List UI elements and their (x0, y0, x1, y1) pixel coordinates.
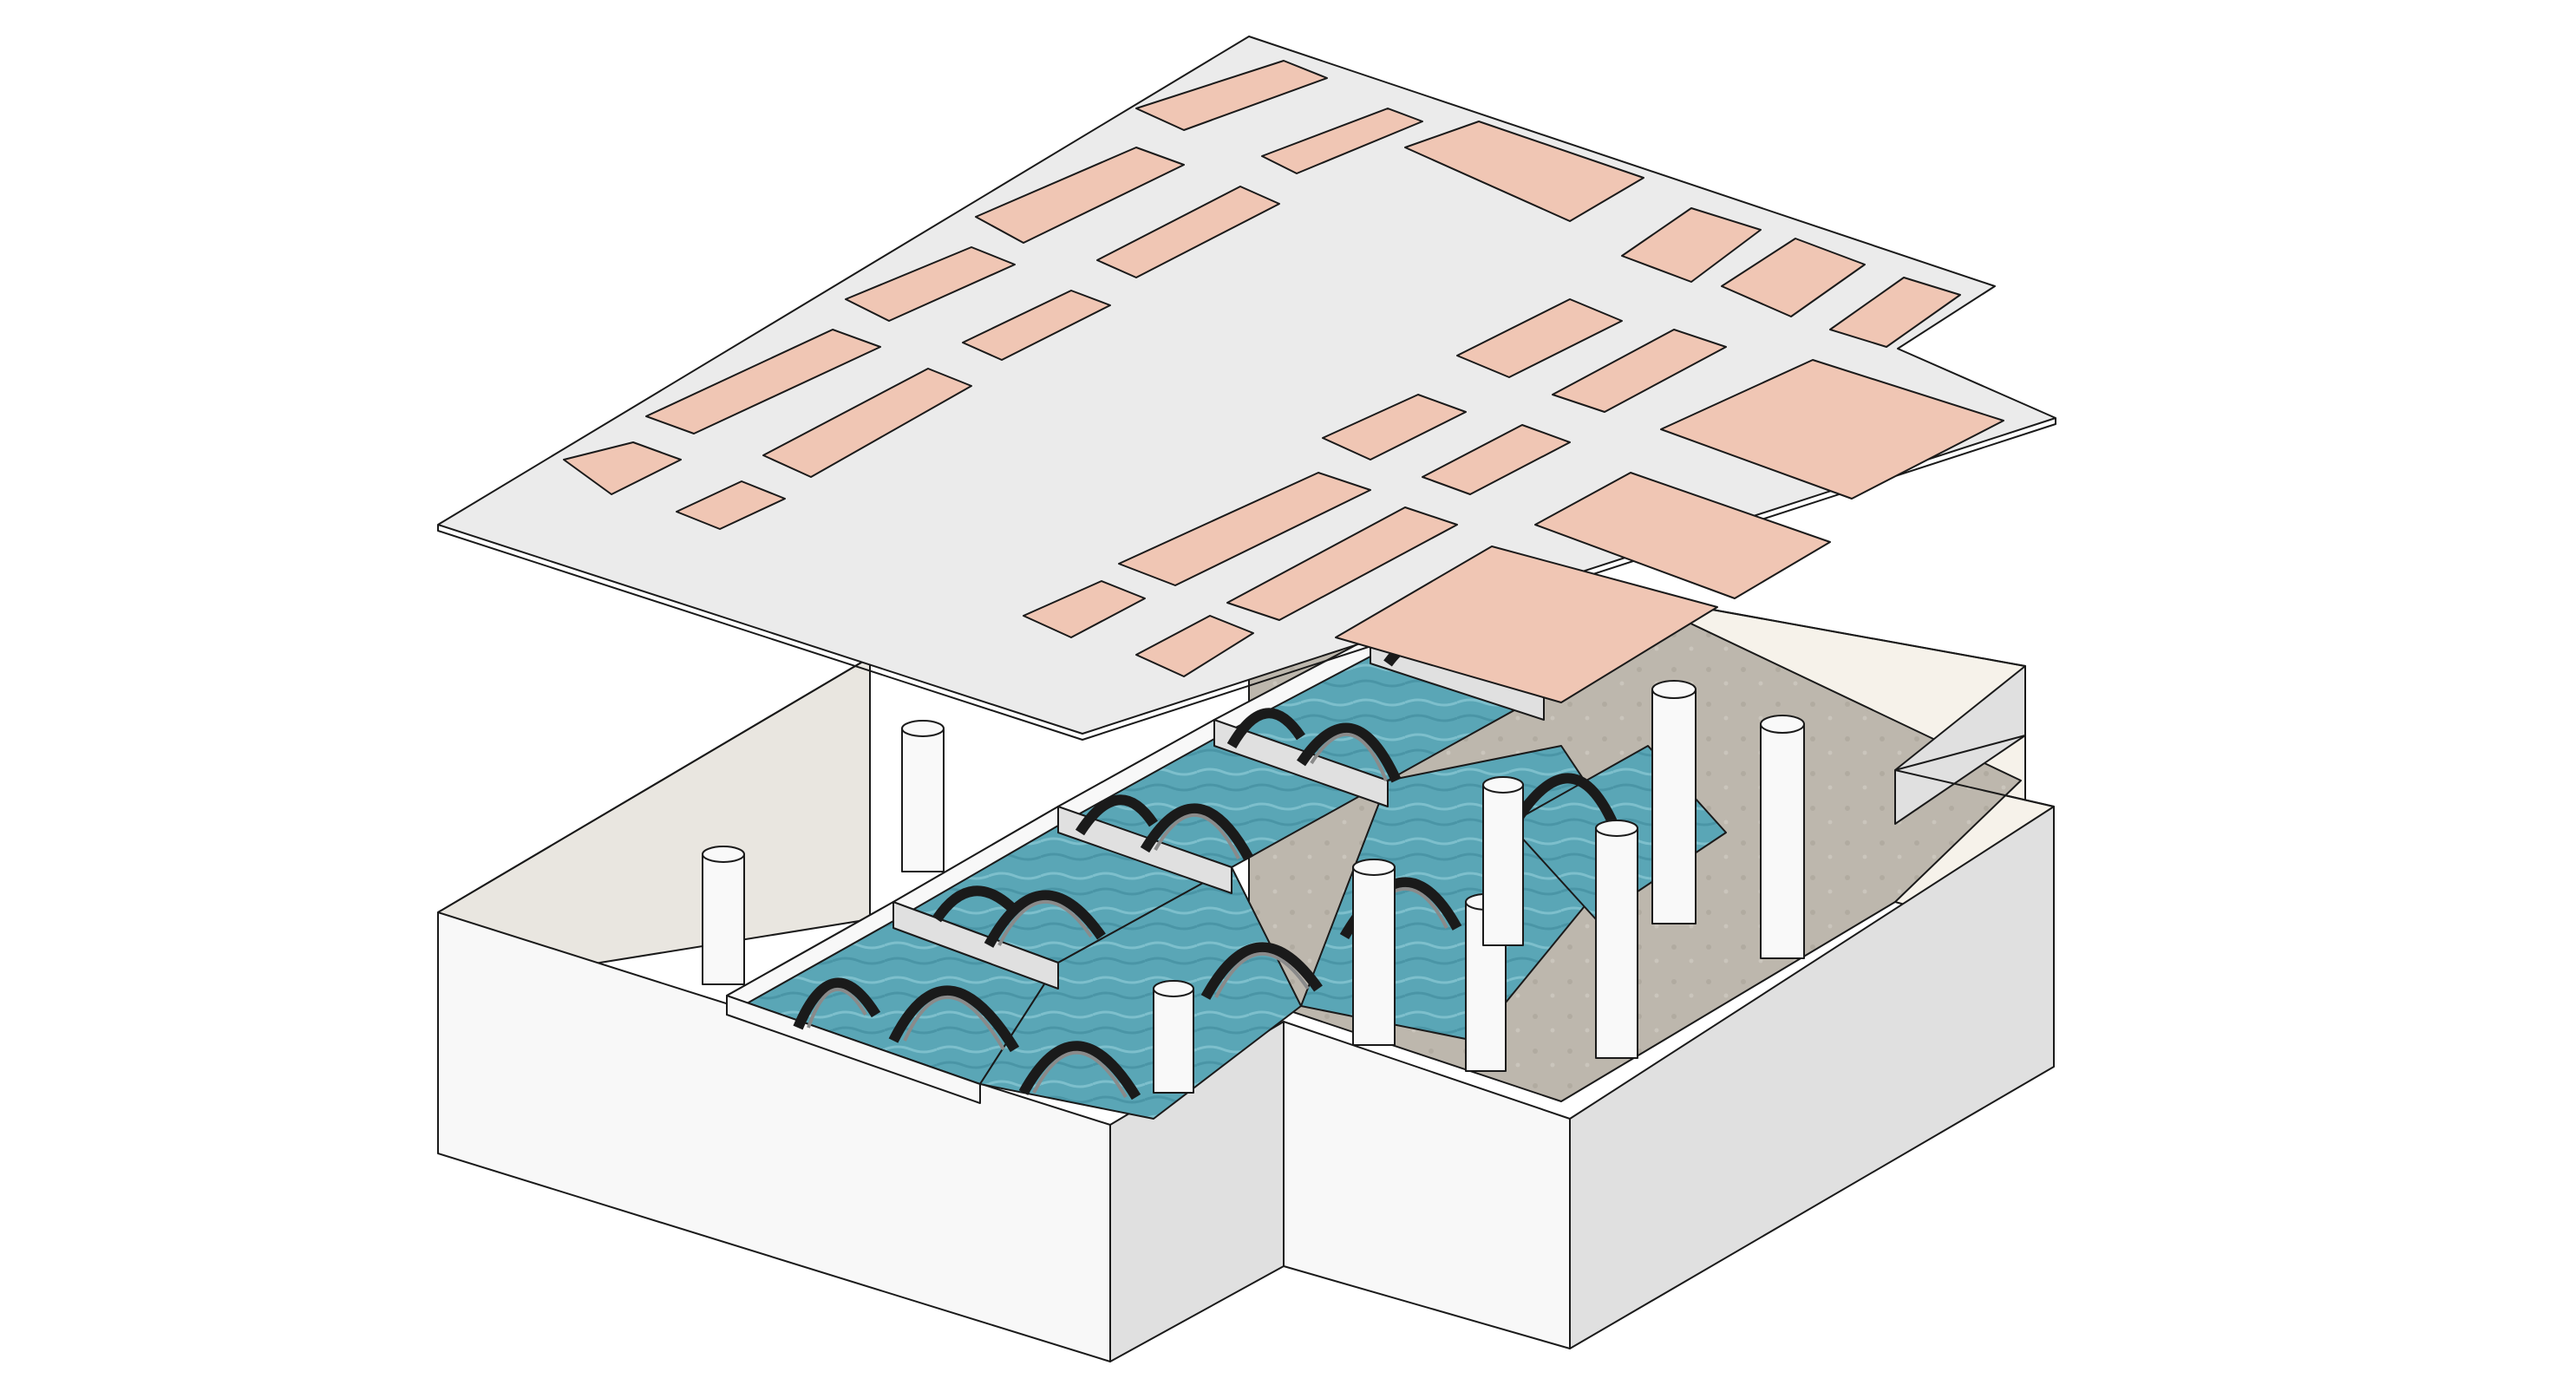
skylight-openings (563, 60, 2004, 703)
column (1760, 715, 1805, 959)
column (1153, 980, 1194, 1094)
column (1352, 859, 1396, 1046)
column (702, 846, 745, 985)
column (1595, 820, 1638, 1059)
column (901, 720, 945, 872)
column (1651, 680, 1697, 924)
cylindrical-columns (702, 680, 1805, 1094)
roof-slab-with-skylights (437, 36, 2056, 741)
wall-side-right (1569, 806, 2055, 1349)
roof-slab (437, 36, 2056, 735)
column (1482, 776, 1524, 946)
